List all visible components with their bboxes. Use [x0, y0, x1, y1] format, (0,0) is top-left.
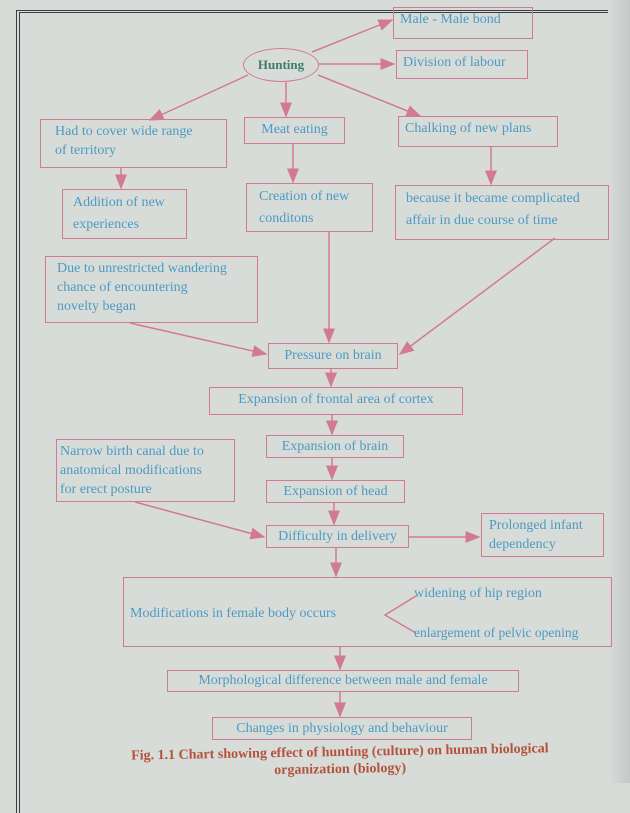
arrow-because-pressure: [398, 237, 556, 355]
node-text-line: experiences: [73, 217, 140, 232]
arrow-hunting-territory: [148, 74, 249, 121]
arrow-wandering-pressure: [129, 322, 268, 357]
node-text-line: chance of encountering: [57, 280, 188, 295]
node-text-line: conditons: [259, 211, 314, 226]
node-expansion-brain: Expansion of brain: [266, 435, 404, 458]
hip-widening-label: widening of hip region: [414, 586, 542, 601]
node-text-line: Had to cover wide range: [55, 124, 193, 139]
node-infant-dependency: Prolonged infant dependency: [481, 513, 604, 557]
node-text-line: novelty began: [57, 299, 136, 314]
node-text-line: for erect posture: [60, 482, 152, 497]
branch-female-split: [383, 595, 417, 634]
node-territory: Had to cover wide range of territory: [40, 119, 227, 168]
arrow-birthcanal-delivery: [134, 501, 266, 540]
node-text-line: dependency: [489, 537, 556, 552]
node-text-line: affair in due course of time: [406, 213, 558, 228]
node-text-line: Prolonged infant: [489, 518, 583, 533]
node-hunting: Hunting: [243, 48, 319, 82]
node-text-line: Creation of new: [259, 189, 350, 204]
node-physiology-behaviour: Changes in physiology and behaviour: [212, 717, 472, 740]
node-male-bond: Male - Male bond: [393, 7, 533, 39]
node-addition: Addition of new experiences: [62, 189, 187, 239]
node-text-line: anatomical modifications: [60, 463, 202, 478]
node-female-modifications: [123, 577, 612, 647]
arrow-hunting-chalking: [317, 74, 422, 117]
node-text-line: Narrow birth canal due to: [60, 444, 204, 459]
connector-arrows: [115, 19, 556, 718]
node-text-line: because it became complicated: [406, 191, 580, 206]
arrow-hunting-male-bond: [311, 19, 394, 53]
page-frame: [16, 10, 630, 813]
female-modifications-label: Modifications in female body occurs: [130, 606, 337, 621]
node-creation: Creation of new conditons: [246, 183, 373, 232]
node-text-line: Due to unrestricted wandering: [57, 261, 227, 276]
pelvic-opening-label: enlargement of pelvic opening: [414, 625, 579, 640]
node-expansion-head: Expansion of head: [266, 480, 405, 503]
node-difficulty-delivery: Difficulty in delivery: [266, 525, 409, 548]
node-birth-canal: Narrow birth canal due to anatomical mod…: [56, 439, 235, 502]
node-text-line: Addition of new: [73, 195, 165, 210]
page-edge-shadow: [608, 0, 630, 783]
node-text-line: of territory: [55, 143, 117, 158]
node-pressure-on-brain: Pressure on brain: [268, 343, 398, 369]
node-division-of-labour: Division of labour: [396, 50, 528, 79]
node-wandering: Due to unrestricted wandering chance of …: [45, 256, 258, 323]
node-frontal-cortex: Expansion of frontal area of cortex: [209, 387, 463, 415]
node-chalking: Chalking of new plans: [398, 116, 558, 147]
node-morphological-difference: Morphological difference between male an…: [167, 670, 519, 692]
node-because: because it became complicated affair in …: [395, 185, 609, 240]
node-meat-eating: Meat eating: [244, 117, 345, 144]
